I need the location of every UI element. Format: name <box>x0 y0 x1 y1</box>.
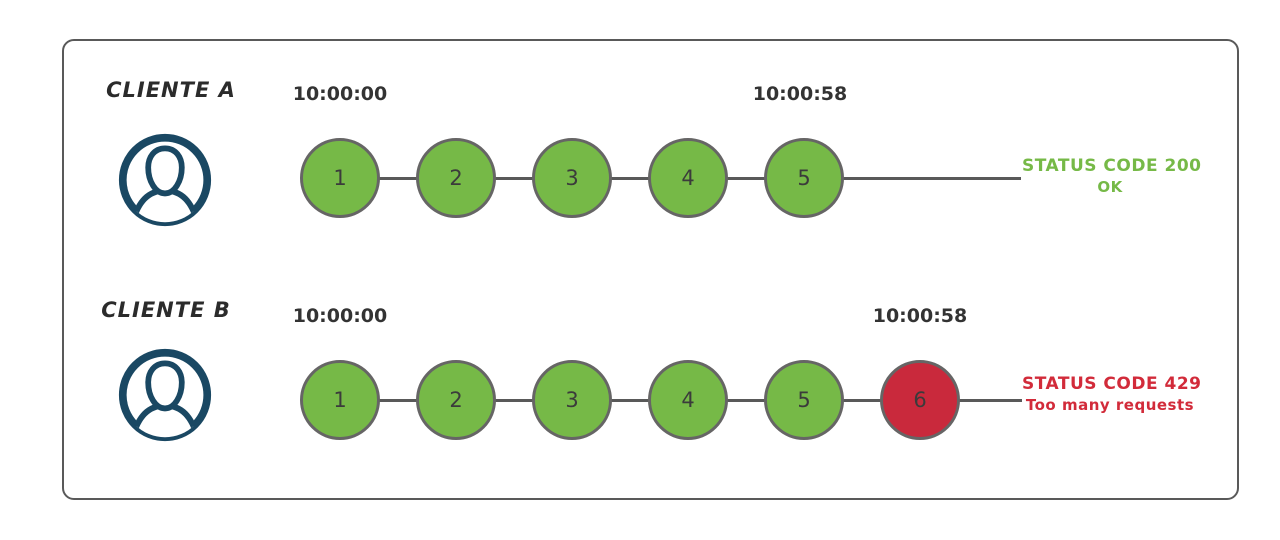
request-circle-2: 2 <box>416 138 496 218</box>
client-a-label: CLIENTE A <box>106 78 236 102</box>
status-code-200: STATUS CODE 200 OK <box>1022 156 1202 198</box>
status-code-429: STATUS CODE 429 Too many requests <box>1022 374 1202 416</box>
request-circle-4: 4 <box>648 138 728 218</box>
request-circle-5: 5 <box>764 138 844 218</box>
request-circle-5: 5 <box>764 360 844 440</box>
status-code-text: STATUS CODE 429 <box>1022 374 1202 394</box>
client-b-label: CLIENTE B <box>101 298 231 322</box>
request-circle-1: 1 <box>300 138 380 218</box>
row-b-end-time: 10:00:58 <box>872 305 968 327</box>
status-code-text: STATUS CODE 200 <box>1022 156 1202 176</box>
row-b-start-time: 10:00:00 <box>292 305 388 327</box>
request-circle-3: 3 <box>532 138 612 218</box>
row-a-start-time: 10:00:00 <box>292 83 388 105</box>
user-avatar-icon <box>117 132 213 228</box>
outer-frame <box>62 39 1239 500</box>
request-circle-1: 1 <box>300 360 380 440</box>
request-circle-6: 6 <box>880 360 960 440</box>
status-message-text: OK <box>1097 178 1123 196</box>
user-avatar-icon <box>117 347 213 443</box>
status-message-text: Too many requests <box>1025 396 1195 414</box>
request-circle-3: 3 <box>532 360 612 440</box>
request-circle-4: 4 <box>648 360 728 440</box>
row-a-end-time: 10:00:58 <box>752 83 848 105</box>
request-circle-2: 2 <box>416 360 496 440</box>
